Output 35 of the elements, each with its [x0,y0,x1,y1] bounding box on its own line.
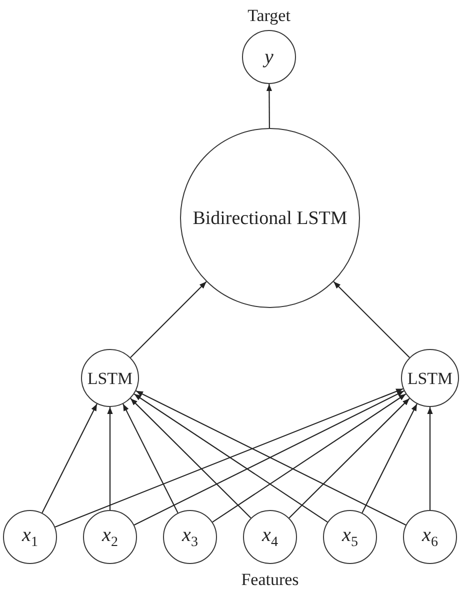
node-label: x$_{2}$ [102,524,118,550]
arrow [427,407,433,510]
node-label: LSTM [407,370,453,386]
arrow [134,394,328,523]
node-label: x$_{5}$ [342,524,358,550]
node-circle [323,510,377,564]
node-circle [242,30,296,84]
node-label: x$_{1}$ [22,524,38,550]
node-caption: Target [248,6,290,26]
node-circle [81,349,139,407]
node-circle [243,510,297,564]
arrow [130,281,207,358]
axis-label: Features [241,570,299,590]
arrow [122,404,178,514]
node-label: x$_{4}$ [262,524,278,550]
arrow [212,394,406,523]
node-label: LSTM [87,370,133,386]
node-label: Bidirectional LSTM [192,208,348,228]
arrow [107,407,113,510]
node-circle [3,510,57,564]
node-label: y [264,47,274,67]
node-circle [180,128,360,308]
arrow [42,404,98,514]
arrow [288,398,410,518]
arrow [333,281,410,358]
node-label: x$_{6}$ [422,524,438,550]
arrow [362,404,418,514]
node-label: x$_{3}$ [182,524,198,550]
arrow [54,388,404,528]
node-circle [163,510,217,564]
node-circle [83,510,137,564]
node-circle [403,510,457,564]
node-circle [401,349,459,407]
arrow [130,398,252,518]
arrow [266,84,272,128]
